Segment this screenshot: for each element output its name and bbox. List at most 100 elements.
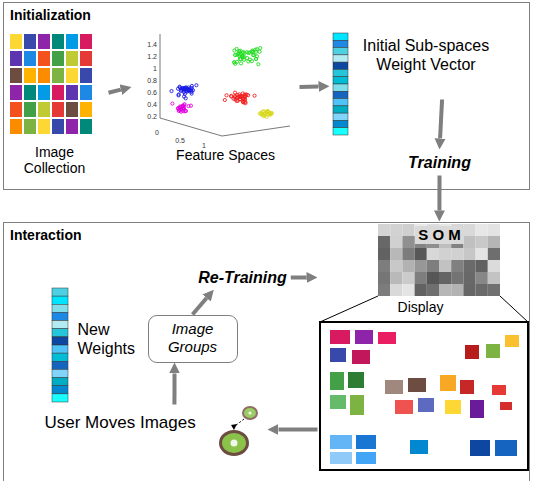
thumbnail bbox=[52, 119, 64, 134]
som-cell bbox=[390, 260, 402, 272]
data-point bbox=[186, 90, 189, 93]
axis-tick: 0.4 bbox=[147, 101, 157, 109]
thumbnail bbox=[385, 380, 403, 394]
thumbnail bbox=[80, 34, 92, 49]
thumbnail bbox=[330, 395, 346, 409]
thumbnail bbox=[24, 85, 36, 100]
thumbnail bbox=[470, 440, 490, 456]
data-point bbox=[250, 50, 253, 53]
weight-cell bbox=[333, 99, 348, 106]
flow-arrow bbox=[437, 176, 441, 211]
node-text: Image Collection bbox=[5, 144, 105, 178]
weight-bar bbox=[333, 33, 348, 135]
plot-axis bbox=[160, 34, 290, 136]
thumbnail bbox=[38, 34, 50, 49]
data-point bbox=[171, 102, 174, 105]
thumbnail bbox=[350, 395, 364, 415]
som-cell bbox=[415, 248, 427, 260]
thumbnail bbox=[52, 85, 64, 100]
thumbnail bbox=[52, 68, 64, 83]
thumbnail bbox=[24, 34, 36, 49]
weight-cell bbox=[52, 394, 68, 402]
som-cell bbox=[390, 272, 402, 284]
node-text: Interaction bbox=[10, 227, 82, 244]
thumbnail bbox=[66, 51, 78, 66]
data-point bbox=[225, 94, 228, 97]
som-cell bbox=[378, 224, 390, 236]
thumbnail bbox=[495, 440, 517, 456]
data-point bbox=[241, 55, 244, 58]
text-holder: User Moves Images bbox=[45, 413, 215, 433]
text-holder: Feature Spaces bbox=[152, 146, 300, 164]
som-cell bbox=[488, 260, 500, 272]
data-point bbox=[223, 98, 226, 101]
som-cell bbox=[451, 272, 463, 284]
data-point bbox=[190, 92, 193, 95]
text-holder: Display bbox=[373, 298, 469, 316]
som-cell bbox=[415, 272, 427, 284]
som-cell bbox=[378, 248, 390, 260]
data-point bbox=[179, 110, 182, 113]
thumbnail bbox=[492, 385, 506, 395]
axis-tick: 1.4 bbox=[147, 41, 157, 49]
node-text: Initialization bbox=[10, 7, 91, 24]
thumbnail bbox=[52, 34, 64, 49]
data-point bbox=[254, 57, 257, 60]
axis-tick: 1 bbox=[202, 142, 206, 150]
data-point bbox=[257, 63, 260, 66]
thumbnail bbox=[330, 372, 344, 390]
text-holder: New Weights bbox=[78, 320, 144, 358]
data-point bbox=[250, 60, 253, 63]
data-point bbox=[258, 50, 261, 53]
flow-arrow bbox=[440, 100, 442, 139]
data-point bbox=[235, 47, 238, 50]
weight-cell bbox=[333, 113, 348, 120]
data-point bbox=[241, 99, 244, 102]
data-point bbox=[243, 51, 246, 54]
som-cell bbox=[402, 272, 414, 284]
weight-cell bbox=[52, 321, 68, 329]
thumbnail bbox=[52, 102, 64, 117]
data-point bbox=[247, 51, 250, 54]
thumbnail bbox=[465, 345, 479, 359]
data-point bbox=[260, 113, 263, 116]
data-point bbox=[253, 94, 256, 97]
data-point bbox=[246, 56, 249, 59]
data-point bbox=[233, 53, 236, 56]
weight-cell bbox=[52, 288, 68, 296]
node-text: Feature Spaces bbox=[176, 147, 275, 164]
data-point bbox=[185, 87, 188, 90]
weight-cell bbox=[333, 33, 348, 40]
user-action: User Moves Images bbox=[40, 405, 268, 441]
som-cell bbox=[427, 272, 439, 284]
thumbnail bbox=[10, 102, 22, 117]
thumbnail bbox=[38, 102, 50, 117]
feature-space-plot: Feature Spaces bbox=[132, 30, 300, 167]
som-cell bbox=[390, 224, 402, 236]
data-point bbox=[239, 49, 242, 52]
thumbnail bbox=[500, 402, 512, 410]
data-point bbox=[187, 105, 190, 108]
data-point bbox=[177, 94, 180, 97]
som-cell bbox=[488, 248, 500, 260]
node-text: Re-Training bbox=[198, 268, 287, 287]
text-holder: Image Groups bbox=[157, 320, 229, 356]
som-cell bbox=[402, 224, 414, 236]
weight-cell bbox=[52, 304, 68, 312]
data-point bbox=[233, 61, 236, 64]
som-cell bbox=[378, 284, 390, 296]
axis-tick: 0.5 bbox=[175, 137, 185, 145]
weight-cell bbox=[52, 329, 68, 337]
data-point bbox=[241, 55, 244, 58]
thumbnail bbox=[38, 51, 50, 66]
data-point bbox=[183, 110, 186, 113]
som-cell bbox=[402, 236, 414, 248]
thumbnail bbox=[330, 330, 350, 344]
display-box bbox=[320, 322, 528, 470]
zoom-line bbox=[320, 296, 378, 322]
data-point bbox=[238, 93, 241, 96]
som-display: S O MDisplay bbox=[318, 222, 530, 472]
thumbnail bbox=[38, 119, 50, 134]
data-point bbox=[184, 109, 187, 112]
